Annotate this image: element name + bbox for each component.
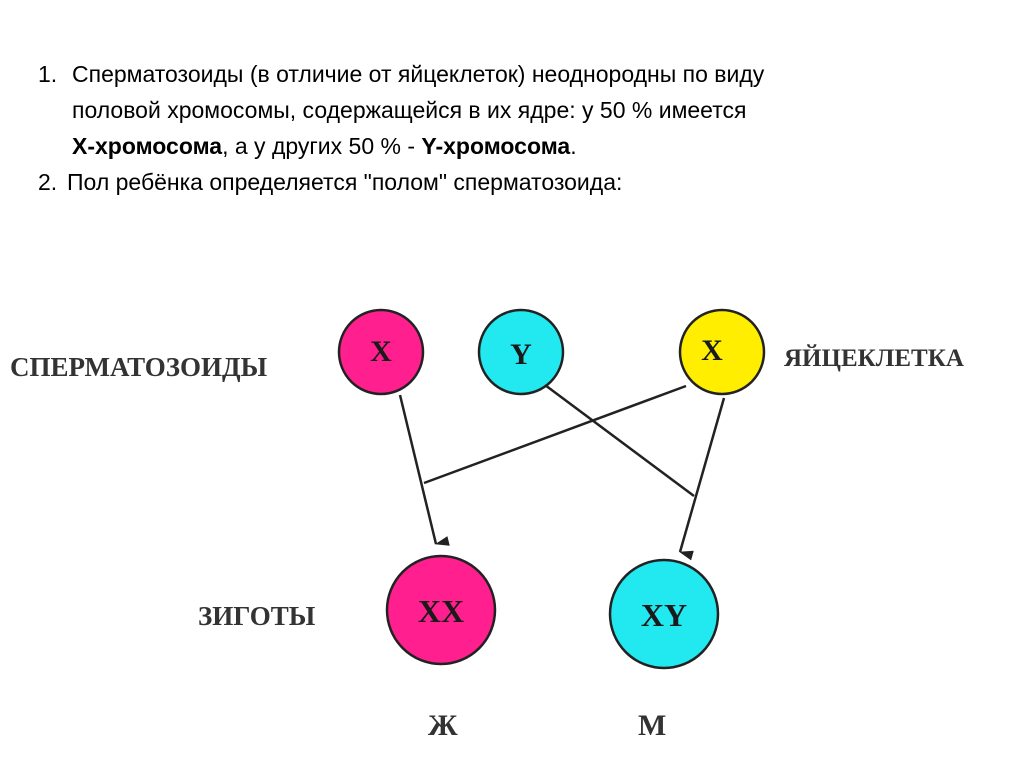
y-chromosome-term: Y-хромосома <box>421 133 571 159</box>
zygote-xx-node: XX <box>385 554 497 666</box>
sperm-x-node: X <box>337 308 425 396</box>
sperm-y-node: Y <box>477 308 565 396</box>
sperm-y-to-xy-line <box>544 383 695 498</box>
item1-text-line1: Сперматозоиды (в отличие от яйцеклеток) … <box>72 61 765 87</box>
item1-line2: половой хромосомы, содержащейся в их ядр… <box>72 97 747 123</box>
item1-line3-end: . <box>570 133 577 159</box>
zygote-xx-circle <box>385 554 497 666</box>
female-label: Ж <box>428 709 458 742</box>
connector-lines <box>398 383 726 561</box>
item1-line3-middle: , а у других 50 % - <box>222 133 422 159</box>
zygote-xy-node: XY <box>608 558 720 670</box>
sperm-y-circle <box>477 308 565 396</box>
item1-number: 1. <box>38 61 58 87</box>
item1-line1: 1. Сперматозоиды (в отличие от яйцеклеток… <box>38 56 764 92</box>
male-label: М <box>638 709 666 742</box>
sperm-row-label: СПЕРМАТОЗОИДЫ <box>10 352 268 382</box>
sperm-x-to-xx-arrow <box>398 394 450 546</box>
egg-x-circle <box>678 308 766 396</box>
item2-number: 2. <box>38 169 58 195</box>
item1-line3: X-хромосома, а у других 50 % - Y-хромосо… <box>72 128 577 164</box>
egg-label: ЯЙЦЕКЛЕТКА <box>784 344 964 372</box>
zygote-xy-label: XY <box>641 597 687 633</box>
item2-line: 2. Пол ребёнка определяется "полом" сперм… <box>38 164 622 200</box>
sperm-x-circle <box>337 308 425 396</box>
zygotes-row-label: ЗИГОТЫ <box>198 601 316 631</box>
sperm-y-label: Y <box>510 338 532 371</box>
egg-x-to-xx-line <box>423 384 687 485</box>
egg-x-node: X <box>678 308 766 396</box>
egg-x-to-xy-arrow <box>678 397 726 561</box>
sperm-x-label: X <box>370 335 392 368</box>
zygote-xy-circle <box>608 558 720 670</box>
egg-x-label: X <box>701 334 723 367</box>
x-chromosome-term: X-хромосома <box>72 133 223 159</box>
zygote-xx-label: XX <box>418 593 464 629</box>
item2-text: Пол ребёнка определяется "полом" спермат… <box>67 169 623 195</box>
